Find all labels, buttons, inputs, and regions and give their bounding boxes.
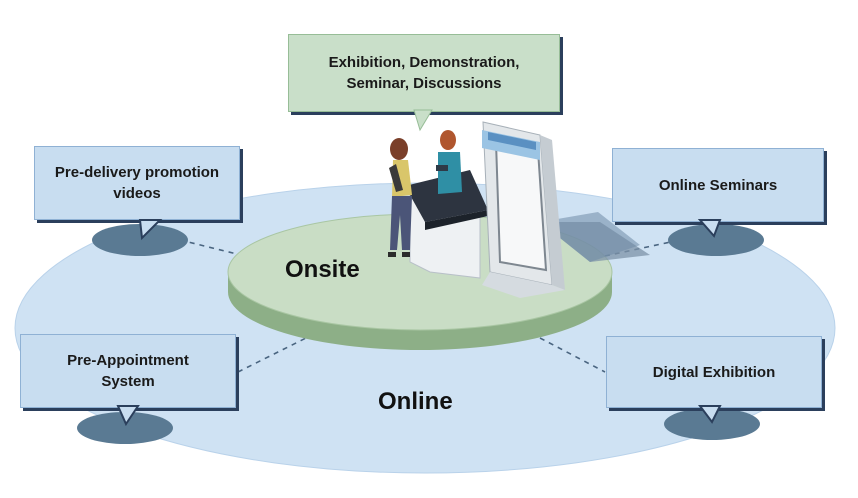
predelivery-videos-callout: Pre-delivery promotion videos xyxy=(34,146,240,220)
base-disc-top-left xyxy=(92,224,188,256)
base-disc-bottom-right xyxy=(664,408,760,440)
online-seminars-label: Online Seminars xyxy=(658,176,778,194)
base-disc-top-right xyxy=(668,224,764,256)
predelivery-videos-label: Pre-delivery promotion videos xyxy=(54,164,220,202)
display-panel-illustration xyxy=(482,121,565,298)
online-seminars-callout: Online Seminars xyxy=(612,148,824,222)
base-disc-bottom-left xyxy=(77,412,173,444)
online-label: Online xyxy=(378,388,453,415)
staff-figure xyxy=(436,130,462,194)
digital-exhibition-callout: Digital Exhibition xyxy=(606,336,822,408)
onsite-activities-line-2: Seminar, Discussions xyxy=(346,75,502,92)
pre-appointment-line-1: Pre-Appointment xyxy=(67,352,189,369)
onsite-activities-callout: Exhibition, Demonstration, Seminar, Disc… xyxy=(288,34,560,112)
digital-exhibition-label: Digital Exhibition xyxy=(652,363,776,381)
pre-appointment-line-2: System xyxy=(101,373,155,390)
booth-counter-illustration xyxy=(405,170,488,279)
visitor-figure xyxy=(388,138,412,257)
onsite-activities-line-1: Exhibition, Demonstration, xyxy=(328,54,520,71)
onsite-label: Onsite xyxy=(285,256,360,283)
pre-appointment-callout: Pre-Appointment System xyxy=(20,334,236,408)
